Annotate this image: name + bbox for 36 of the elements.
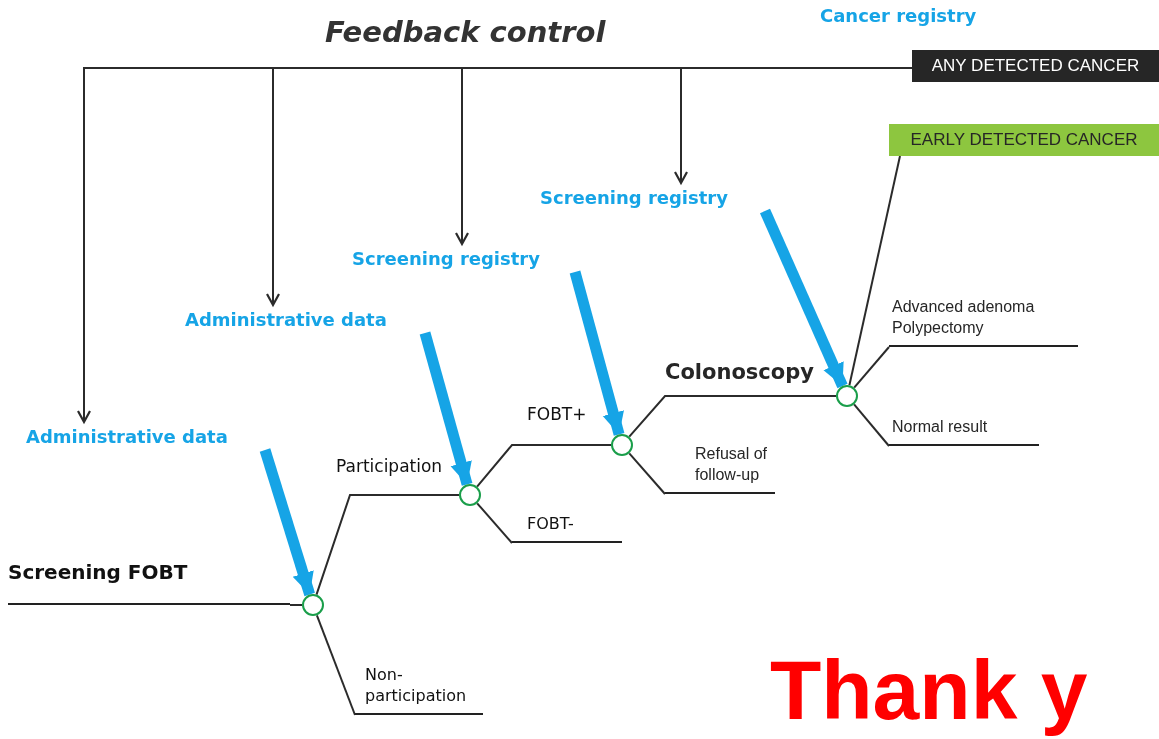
registry-heading: Cancer registry bbox=[820, 5, 977, 26]
outcome-label: Advanced adenoma Polypectomy bbox=[889, 290, 1078, 347]
arrow bbox=[569, 270, 625, 436]
outcome-label: Normal result bbox=[889, 416, 1039, 446]
edge-label: Colonoscopy bbox=[665, 360, 814, 384]
connector-line bbox=[476, 502, 513, 544]
chance-node-circle bbox=[611, 434, 633, 456]
connector-line bbox=[853, 403, 890, 447]
chance-node-circle bbox=[459, 484, 481, 506]
connector-line bbox=[853, 346, 890, 389]
connector-line bbox=[289, 604, 303, 606]
connector-line bbox=[315, 614, 356, 716]
arrow bbox=[673, 67, 913, 185]
edge-label: FOBT+ bbox=[527, 404, 587, 424]
arrow bbox=[259, 448, 315, 597]
chance-node-circle bbox=[302, 594, 324, 616]
data-source-label: Screening registry bbox=[352, 244, 584, 272]
start-label: Screening FOBT bbox=[8, 560, 290, 605]
data-source-label: Administrative data bbox=[185, 305, 435, 333]
connector-line bbox=[315, 494, 460, 596]
arrow bbox=[419, 331, 473, 486]
outcome-label: FOBT- bbox=[512, 500, 622, 543]
connector-line bbox=[476, 444, 612, 488]
chance-node-circle bbox=[836, 385, 858, 407]
outcome-label: Non- participation bbox=[355, 666, 483, 715]
data-source-label: Administrative data bbox=[26, 422, 276, 450]
category-tag: ANY DETECTED CANCER bbox=[912, 50, 1159, 82]
diagram-title: Feedback control bbox=[325, 15, 606, 49]
outcome-label: Refusal of follow-up bbox=[665, 445, 775, 494]
arrow bbox=[759, 208, 848, 389]
data-source-label: Screening registry bbox=[540, 183, 772, 211]
category-tag: EARLY DETECTED CANCER bbox=[889, 124, 1159, 156]
connector-line bbox=[628, 395, 837, 438]
edge-label: Participation bbox=[336, 456, 443, 476]
connector-line bbox=[848, 155, 901, 387]
connector-line bbox=[628, 452, 666, 495]
